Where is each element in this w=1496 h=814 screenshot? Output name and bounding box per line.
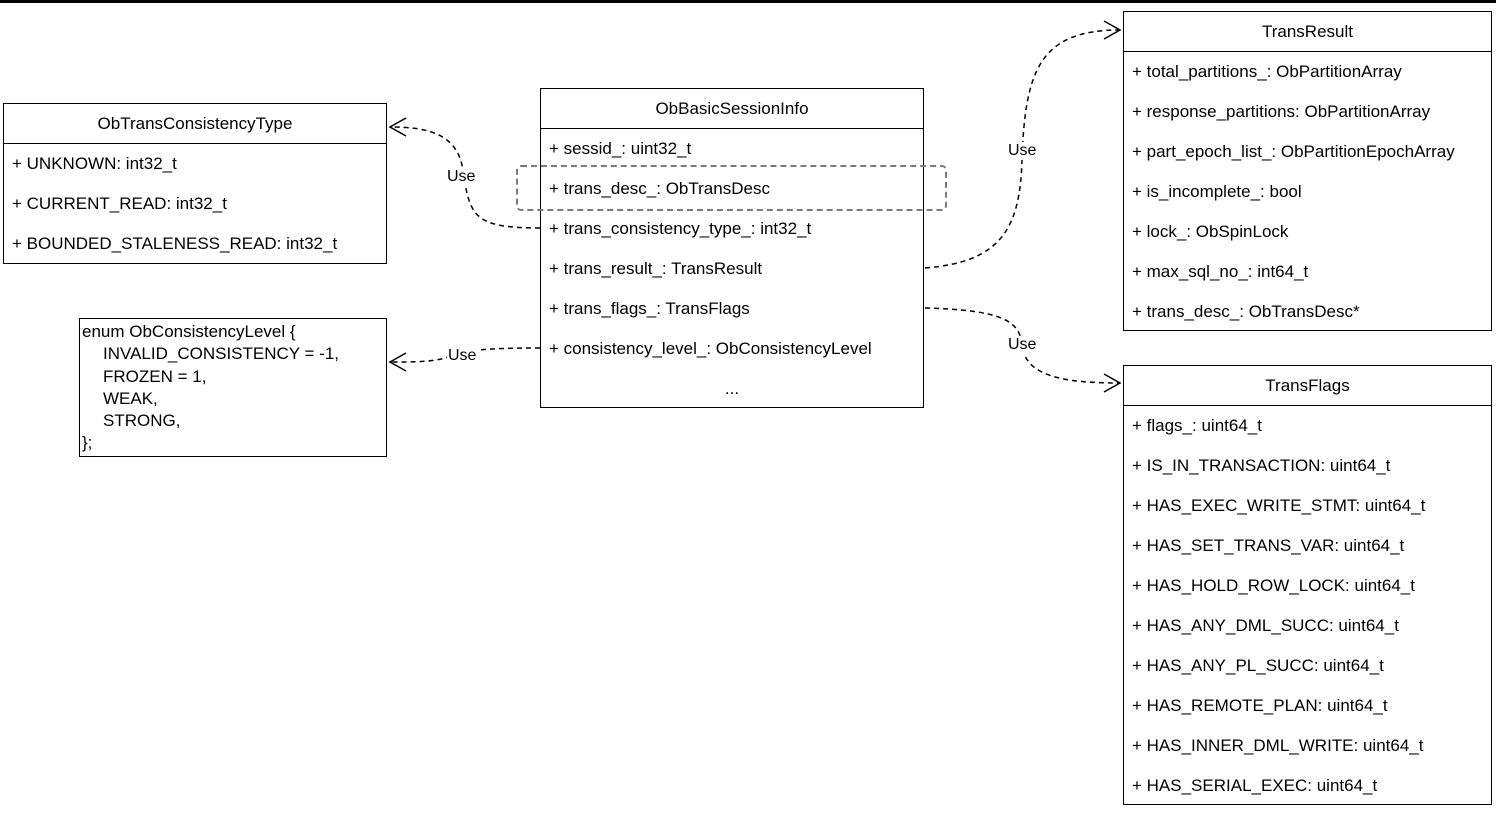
enum-line: STRONG,	[103, 411, 181, 431]
class-field: + HAS_ANY_PL_SUCC: uint64_t	[1132, 656, 1384, 675]
use-label-consistency-level: Use	[447, 347, 478, 365]
class-field: + HAS_ANY_DML_SUCC: uint64_t	[1132, 616, 1399, 635]
enum-line: };	[82, 433, 93, 453]
class-field: + BOUNDED_STALENESS_READ: int32_t	[12, 234, 338, 253]
class-field: + HAS_SERIAL_EXEC: uint64_t	[1132, 776, 1378, 795]
class-field-ellipsis: ...	[724, 379, 740, 398]
arrowhead-consistency-type	[388, 117, 407, 137]
class-obtransconsistencytype: ObTransConsistencyType + UNKNOWN: int32_…	[3, 103, 387, 264]
arrow-to-consistency-type	[389, 126, 541, 229]
class-title: TransFlags	[1124, 366, 1491, 406]
class-field: + HAS_HOLD_ROW_LOCK: uint64_t	[1132, 576, 1415, 595]
class-field: + response_partitions: ObPartitionArray	[1132, 102, 1431, 121]
class-field: + max_sql_no_: int64_t	[1132, 262, 1309, 281]
class-transresult: TransResult + total_partitions_: ObParti…	[1123, 11, 1492, 331]
class-field: + flags_: uint64_t	[1132, 416, 1262, 435]
class-transflags: TransFlags + flags_: uint64_t + IS_IN_TR…	[1123, 365, 1492, 805]
class-title: ObBasicSessionInfo	[541, 89, 923, 129]
class-title: TransResult	[1124, 12, 1491, 52]
class-field: + lock_: ObSpinLock	[1132, 222, 1289, 241]
arrowhead-consistency-level	[388, 352, 407, 372]
arrow-to-trans-flags	[924, 307, 1121, 384]
use-label-consistency-type: Use	[446, 168, 477, 186]
class-field: + trans_result_: TransResult	[549, 259, 763, 278]
use-label-trans-flags: Use	[1007, 336, 1038, 354]
class-field: + trans_flags_: TransFlags	[549, 299, 750, 318]
highlight-box-trans-desc	[516, 165, 947, 211]
enum-obconsistencylevel: enum ObConsistencyLevel { INVALID_CONSIS…	[79, 318, 387, 457]
class-field: + HAS_SET_TRANS_VAR: uint64_t	[1132, 536, 1405, 555]
class-field: + consistency_level_: ObConsistencyLevel	[549, 339, 872, 358]
top-border	[0, 0, 1496, 3]
class-field: + IS_IN_TRANSACTION: uint64_t	[1132, 456, 1391, 475]
class-field: + total_partitions_: ObPartitionArray	[1132, 62, 1402, 81]
class-field: + trans_desc_: ObTransDesc*	[1132, 302, 1360, 321]
enum-line: enum ObConsistencyLevel {	[82, 322, 296, 341]
use-label-trans-result: Use	[1007, 142, 1038, 160]
class-field: + CURRENT_READ: int32_t	[12, 194, 227, 213]
class-field: + is_incomplete_: bool	[1132, 182, 1302, 201]
class-field-highlighted: + trans_desc_: ObTransDesc	[549, 179, 770, 198]
enum-line: FROZEN = 1,	[103, 366, 207, 386]
class-field: + sessid_: uint32_t	[549, 139, 692, 158]
enum-line: INVALID_CONSISTENCY = -1,	[103, 344, 340, 364]
class-field: + part_epoch_list_: ObPartitionEpochArra…	[1132, 142, 1455, 161]
class-field: + HAS_REMOTE_PLAN: uint64_t	[1132, 696, 1388, 715]
class-field: + HAS_INNER_DML_WRITE: uint64_t	[1132, 736, 1424, 755]
class-obbasicsessioninfo: ObBasicSessionInfo + sessid_: uint32_t +…	[540, 88, 924, 408]
arrowhead-trans-flags	[1103, 373, 1122, 393]
enum-line: WEAK,	[103, 388, 158, 408]
arrowhead-trans-result	[1103, 20, 1122, 40]
class-title: ObTransConsistencyType	[4, 104, 386, 144]
class-field: + UNKNOWN: int32_t	[12, 154, 177, 173]
class-field: + HAS_EXEC_WRITE_STMT: uint64_t	[1132, 496, 1426, 515]
class-field: + trans_consistency_type_: int32_t	[549, 219, 812, 238]
